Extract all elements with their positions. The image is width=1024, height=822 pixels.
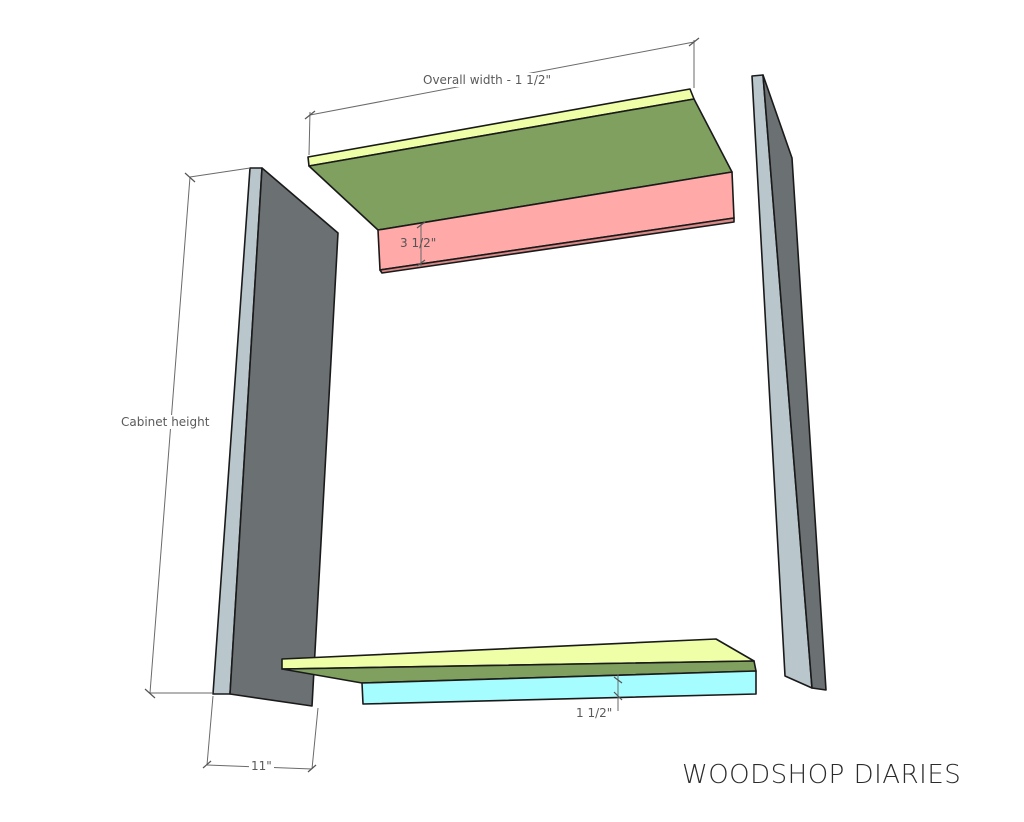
bottom-panel — [281, 638, 757, 684]
brand-logo-text: WOODSHOP DIARIES — [682, 760, 962, 790]
top-rail — [377, 171, 735, 274]
top-width-label: Overall width - 1 1/2" — [421, 73, 554, 87]
top-panel — [307, 88, 733, 231]
right-side-panel — [751, 74, 827, 691]
left-side-panel — [212, 167, 339, 707]
bottom-rail-height-label: 1 1/2" — [574, 706, 615, 720]
top-rail-height-dimension — [416, 221, 426, 267]
cabinet-height-label: Cabinet height — [119, 415, 212, 429]
bottom-rail-height-dimension — [613, 674, 623, 711]
bottom-rail — [361, 670, 757, 705]
cabinet-height-dimension — [144, 167, 251, 699]
side-depth-label: 11" — [249, 759, 274, 773]
top-rail-height-label: 3 1/2" — [400, 236, 437, 250]
